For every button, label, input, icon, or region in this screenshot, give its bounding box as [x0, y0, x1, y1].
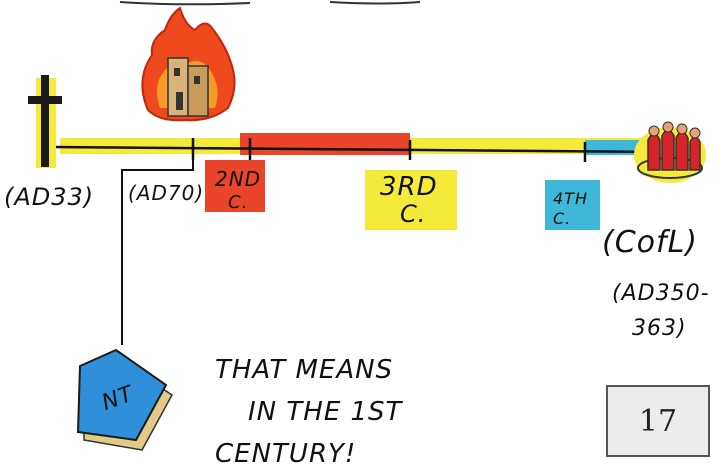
label-4th-line2: C. [553, 209, 571, 228]
nt-connector-line [121, 160, 194, 345]
page-number: 17 [606, 385, 710, 457]
label-2nd-line1: 2ND [215, 167, 261, 191]
yellow-swatch-3rd [365, 170, 457, 230]
cross-icon [28, 75, 62, 168]
council-figures-icon [634, 121, 706, 183]
caption-line2: IN THE 1ST [248, 397, 404, 427]
red-band-2nd-century [240, 133, 410, 155]
burning-temple-icon [141, 6, 236, 122]
label-cofl-date-line2: 363) [632, 316, 687, 341]
label-ad70: (AD70) [128, 181, 204, 205]
cropped-top-scribble [119, 1, 421, 6]
label-cofl: (CofL) [602, 225, 698, 260]
caption-line3: CENTURY! [215, 439, 356, 469]
book-icon: NT [76, 348, 173, 451]
timeline-line [54, 145, 666, 154]
label-3rd-line1: 3RD [380, 172, 438, 202]
label-2nd-line2: C. [228, 192, 248, 213]
red-swatch-2nd [205, 160, 265, 212]
caption-line1: THAT MEANS [215, 355, 393, 385]
label-3rd-line2: C. [400, 200, 426, 228]
label-ad33: (AD33) [4, 183, 94, 211]
label-cofl-date-line1: (AD350- [612, 281, 710, 306]
label-4th-line1: 4TH [553, 189, 588, 208]
blue-swatch-4th [545, 180, 600, 230]
